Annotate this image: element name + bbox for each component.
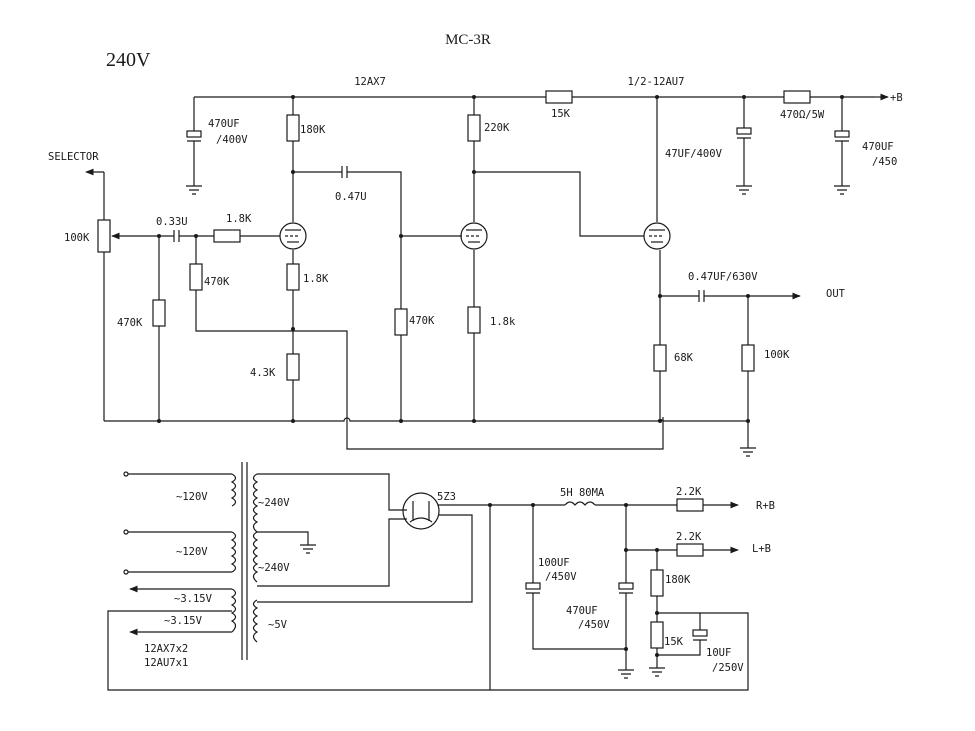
selector-label: SELECTOR	[48, 151, 99, 163]
cap-0-33u	[173, 230, 180, 242]
cap-label: 470UF	[862, 141, 894, 153]
tube-v3-12au7	[643, 222, 671, 250]
choke-label: 5H 80MA	[560, 487, 605, 499]
tube-12au7-label: 1/2-12AU7	[628, 76, 685, 88]
resistor-label: 68K	[674, 352, 694, 364]
cap-0-47uf-630v	[698, 290, 705, 302]
cap-label: 470UF	[208, 118, 240, 130]
cap-10uf-250v	[692, 629, 708, 637]
resistor-220k	[467, 114, 481, 142]
output-label: OUT	[826, 288, 846, 300]
rectifier-tube-5z3	[402, 492, 440, 530]
resistor-label: 1.8K	[226, 213, 252, 225]
resistor-68k	[653, 344, 667, 372]
ground-bus	[104, 417, 748, 422]
resistor-label: 220K	[484, 122, 510, 134]
winding-label: ~120V	[176, 491, 208, 503]
tube-count-label: 12AU7x1	[144, 657, 188, 669]
tube-count-label: 12AX7x2	[144, 643, 188, 655]
resistor-label: 470K	[204, 276, 230, 288]
resistor-label: 1.8k	[490, 316, 516, 328]
cap-label: /400V	[216, 134, 248, 146]
plus-b-label: +B	[890, 92, 903, 104]
resistor-label: 15K	[551, 108, 571, 120]
amplifier-section: +B 470UF /400V SELECTOR 100K 0.33U 470K …	[48, 90, 903, 457]
resistor-470-ohm-5w	[783, 90, 811, 104]
cap-0-47u	[341, 166, 348, 178]
resistor-470k-v2-grid	[394, 308, 408, 336]
cap-100uf-450v	[525, 582, 541, 590]
cap-label: 100UF	[538, 557, 570, 569]
supply-label: R+B	[756, 500, 775, 512]
resistor-1-8k-cathode	[286, 263, 300, 291]
cap-47uf-400v	[736, 127, 752, 135]
tube-12ax7-label: 12AX7	[354, 76, 386, 88]
cap-label: 0.47UF/630V	[688, 271, 758, 283]
resistor-label: 4.3K	[250, 367, 276, 379]
resistor-180k-ps	[650, 569, 664, 597]
ground-symbol	[186, 185, 202, 195]
resistor-1-8k-grid	[213, 229, 241, 243]
power-transformer	[230, 462, 259, 660]
winding-label: ~3.15V	[164, 615, 203, 627]
winding-label: ~240V	[258, 497, 290, 509]
cap-label: /250V	[712, 662, 744, 674]
winding-label: ~3.15V	[174, 593, 213, 605]
power-supply-section: ~120V ~120V ~3.15V ~3.15V 12AX7x2 12AU7x…	[107, 462, 775, 691]
resistor-label: 2.2K	[676, 486, 702, 498]
tube-v2-12ax7	[460, 222, 488, 250]
resistor-2-2k-right	[676, 498, 704, 512]
winding-label: ~240V	[258, 562, 290, 574]
resistor-label: 1.8K	[303, 273, 329, 285]
cap-label: 10UF	[706, 647, 731, 659]
cap-label: 0.33U	[156, 216, 188, 228]
cap-label: /450V	[578, 619, 610, 631]
cap-label: /450V	[545, 571, 577, 583]
resistor-label: 180K	[665, 574, 691, 586]
resistor-label: 100K	[64, 232, 90, 244]
supply-label: L+B	[752, 543, 771, 555]
resistor-label: 15K	[664, 636, 684, 648]
cap-label: 0.47U	[335, 191, 367, 203]
resistor-470k-grid	[189, 263, 203, 291]
resistor-2-2k-left	[676, 543, 704, 557]
resistor-1-8k-v2	[467, 306, 481, 334]
resistor-180k	[286, 114, 300, 142]
resistor-15k-supply	[545, 90, 573, 104]
cap-label: 47UF/400V	[665, 148, 723, 160]
tube-label: 5Z3	[437, 491, 456, 503]
resistor-label: 470Ω/5W	[780, 109, 825, 121]
pot-100k	[97, 219, 111, 253]
resistor-label: 2.2K	[676, 531, 702, 543]
resistor-label: 470K	[409, 315, 435, 327]
cap-470uf-450v-ps	[618, 582, 634, 590]
schematic-title: MC-3R	[445, 32, 491, 48]
winding-label: ~5V	[268, 619, 288, 631]
resistor-label: 180K	[300, 124, 326, 136]
resistor-470k-input	[152, 299, 166, 327]
cap-470uf-450v	[834, 130, 850, 138]
mains-voltage-label: 240V	[106, 49, 151, 71]
cap-label: 470UF	[566, 605, 598, 617]
tube-v1-12ax7	[279, 222, 307, 250]
resistor-100k-output	[741, 344, 755, 372]
resistor-label: 100K	[764, 349, 790, 361]
resistor-15k-ps	[650, 621, 664, 649]
cap-470uf-400v	[186, 130, 202, 138]
resistor-4-3k	[286, 353, 300, 381]
resistor-label: 470K	[117, 317, 143, 329]
cap-label: /450	[872, 156, 897, 168]
choke-5h	[564, 501, 596, 506]
winding-label: ~120V	[176, 546, 208, 558]
